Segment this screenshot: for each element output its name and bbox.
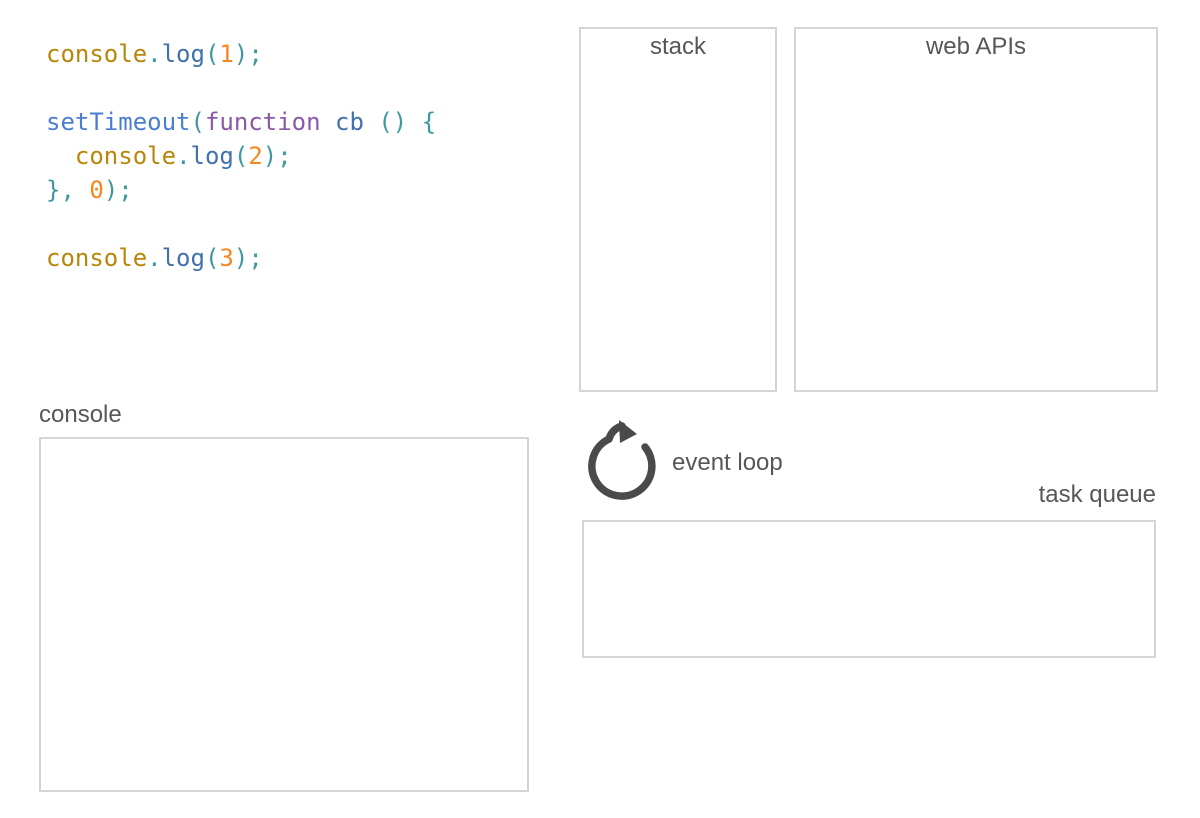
- code-token: setTimeout: [46, 108, 191, 136]
- code-token: {: [421, 108, 437, 136]
- code-token: [364, 108, 378, 136]
- stack-label: stack: [649, 33, 706, 60]
- event-loop-label: event loop: [672, 449, 783, 476]
- code-token: );: [233, 244, 263, 272]
- code-token: console: [74, 142, 177, 170]
- code-line: [46, 71, 436, 105]
- code-token: [46, 142, 75, 170]
- code-token: cb: [335, 108, 364, 136]
- code-line: setTimeout(function cb () {: [46, 105, 436, 139]
- task-queue-panel: [582, 520, 1156, 658]
- code-token: );: [233, 40, 263, 68]
- web-apis-panel: web APIs: [794, 27, 1158, 392]
- console-label: console: [39, 401, 122, 428]
- code-token: },: [46, 176, 75, 204]
- code-token: (: [204, 244, 220, 272]
- code-token: console: [46, 244, 148, 272]
- code-token: [321, 108, 335, 136]
- code-token: .: [147, 40, 162, 68]
- code-line: }, 0);: [46, 173, 436, 207]
- code-token: );: [103, 176, 133, 204]
- code-line: console.log(3);: [46, 241, 436, 275]
- event-loop-icon: [588, 420, 656, 500]
- code-token: console: [46, 40, 148, 68]
- code-token: function: [204, 108, 321, 136]
- code-line: console.log(2);: [46, 139, 436, 173]
- code-token: log: [161, 244, 205, 272]
- code-token: log: [190, 142, 234, 170]
- code-token: (): [378, 108, 408, 136]
- task-queue-label: task queue: [1038, 481, 1156, 508]
- code-token: 0: [89, 176, 104, 204]
- code-token: [75, 176, 89, 204]
- web-apis-label: web APIs: [925, 33, 1027, 60]
- code-token: 2: [248, 142, 263, 170]
- code-token: .: [147, 244, 162, 272]
- stack-panel: stack: [579, 27, 777, 392]
- code-token: log: [161, 40, 205, 68]
- code-token: (: [190, 108, 205, 136]
- code-line: console.log(1);: [46, 37, 436, 71]
- code-token: );: [262, 142, 292, 170]
- code-line: [46, 207, 436, 241]
- code-token: (: [204, 40, 220, 68]
- code-token: 1: [219, 40, 234, 68]
- code-editor[interactable]: console.log(1); setTimeout(function cb (…: [46, 37, 436, 275]
- code-token: (: [233, 142, 249, 170]
- console-panel: [39, 437, 529, 792]
- code-token: .: [176, 142, 191, 170]
- code-token: [407, 108, 421, 136]
- code-token: 3: [219, 244, 234, 272]
